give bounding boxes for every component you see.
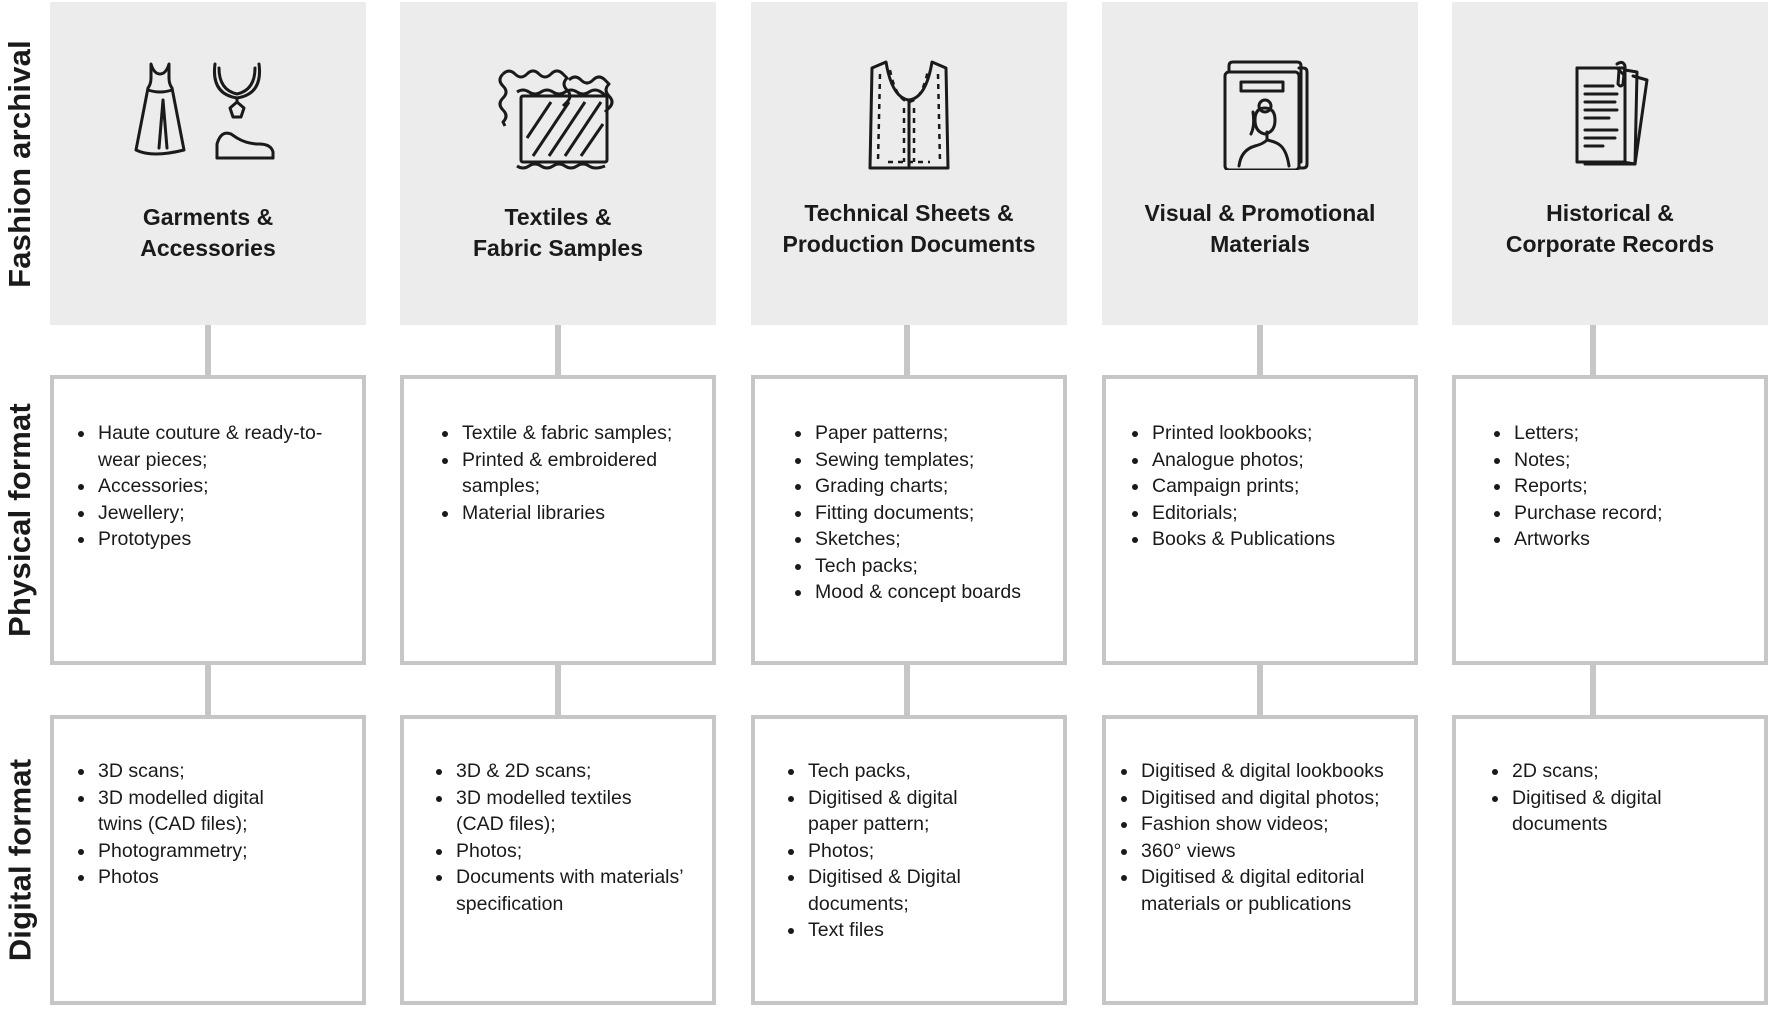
connector-line <box>205 325 211 377</box>
physical-format-list: Paper patterns; Sewing templates; Gradin… <box>795 420 1063 606</box>
documents-stack-icon <box>1575 60 1649 166</box>
category-header-textiles: Textiles & Fabric Samples <box>400 2 716 325</box>
category-header-visual: Visual & Promotional Materials <box>1102 2 1418 325</box>
digital-format-list: Tech packs, Digitised & digital paper pa… <box>788 758 1063 944</box>
list-item: Sewing templates; <box>795 447 1063 474</box>
list-item: Sketches; <box>795 526 1063 553</box>
list-item: 3D & 2D scans; <box>436 758 712 785</box>
row-label-text: Physical format <box>2 403 37 637</box>
physical-format-box-visual: Printed lookbooks; Analogue photos; Camp… <box>1102 375 1418 665</box>
list-item: Accessories; <box>78 473 362 500</box>
list-item: Digitised & Digital documents; <box>788 864 988 917</box>
list-item: Material libraries <box>442 500 712 527</box>
digital-format-box-technical: Tech packs, Digitised & digital paper pa… <box>751 715 1067 1005</box>
list-item: Artworks <box>1494 526 1764 553</box>
category-title: Historical & Corporate Records <box>1505 200 1715 257</box>
list-item: Haute couture & ready-to-wear pieces; <box>78 420 338 473</box>
list-item: Fitting documents; <box>795 500 1063 527</box>
connector-line <box>555 665 561 717</box>
list-item: Digitised & digital documents <box>1492 785 1692 838</box>
list-item: 2D scans; <box>1492 758 1764 785</box>
list-item: 3D modelled digital twins (CAD files); <box>78 785 298 838</box>
list-item: Grading charts; <box>795 473 1063 500</box>
physical-format-box-historical: Letters; Notes; Reports; Purchase record… <box>1452 375 1768 665</box>
row-label-text: Digital format <box>2 758 37 962</box>
list-item: Digitised & digital paper pattern; <box>788 785 988 838</box>
list-item: Printed & embroidered samples; <box>442 447 692 500</box>
physical-format-box-textiles: Textile & fabric samples; Printed & embr… <box>400 375 716 665</box>
list-item: Digitised & digital editorial materials … <box>1121 864 1391 917</box>
digital-format-box-garments: 3D scans; 3D modelled digital twins (CAD… <box>50 715 366 1005</box>
connector-line <box>904 665 910 717</box>
physical-format-box-technical: Paper patterns; Sewing templates; Gradin… <box>751 375 1067 665</box>
garments-accessories-icon <box>134 62 275 160</box>
fabric-samples-icon <box>498 69 614 170</box>
list-item: 3D modelled textiles (CAD files); <box>436 785 671 838</box>
physical-format-list: Printed lookbooks; Analogue photos; Camp… <box>1132 420 1414 553</box>
row-label-text: Fashion archival <box>2 39 37 288</box>
list-item: Digitised & digital lookbooks <box>1121 758 1414 785</box>
row-label-fashion-archival: Fashion archival <box>0 2 40 325</box>
category-title: Visual & Promotional Materials <box>1144 200 1376 257</box>
list-item: Photos; <box>788 838 1063 865</box>
sewing-pattern-icon <box>868 60 950 170</box>
list-item: Books & Publications <box>1132 526 1414 553</box>
list-item: Mood & concept boards <box>795 579 1063 606</box>
list-item: Analogue photos; <box>1132 447 1414 474</box>
category-header-technical: Technical Sheets & Production Documents <box>751 2 1067 325</box>
digital-format-list: Digitised & digital lookbooks Digitised … <box>1121 758 1414 917</box>
list-item: Digitised and digital photos; <box>1121 785 1414 812</box>
list-item: Paper patterns; <box>795 420 1063 447</box>
connector-line <box>1257 665 1263 717</box>
connector-line <box>555 325 561 377</box>
category-title: Technical Sheets & Production Documents <box>782 200 1036 257</box>
list-item: Fashion show videos; <box>1121 811 1414 838</box>
category-header-garments: Garments & Accessories <box>50 2 366 325</box>
list-item: Purchase record; <box>1494 500 1764 527</box>
row-label-physical-format: Physical format <box>0 375 40 665</box>
list-item: Letters; <box>1494 420 1764 447</box>
digital-format-list: 3D scans; 3D modelled digital twins (CAD… <box>78 758 362 891</box>
list-item: 360° views <box>1121 838 1414 865</box>
physical-format-box-garments: Haute couture & ready-to-wear pieces; Ac… <box>50 375 366 665</box>
physical-format-list: Textile & fabric samples; Printed & embr… <box>442 420 712 526</box>
physical-format-list: Haute couture & ready-to-wear pieces; Ac… <box>78 420 362 553</box>
category-title: Garments & Accessories <box>140 204 276 261</box>
digital-format-box-textiles: 3D & 2D scans; 3D modelled textiles (CAD… <box>400 715 716 1005</box>
list-item: Campaign prints; <box>1132 473 1414 500</box>
physical-format-list: Letters; Notes; Reports; Purchase record… <box>1494 420 1764 553</box>
list-item: Reports; <box>1494 473 1764 500</box>
list-item: Prototypes <box>78 526 362 553</box>
list-item: Jewellery; <box>78 500 362 527</box>
list-item: Notes; <box>1494 447 1764 474</box>
connector-line <box>1590 325 1596 377</box>
list-item: Text files <box>788 917 1063 944</box>
row-label-digital-format: Digital format <box>0 715 40 1005</box>
digital-format-list: 3D & 2D scans; 3D modelled textiles (CAD… <box>436 758 712 917</box>
category-header-historical: Historical & Corporate Records <box>1452 2 1768 325</box>
list-item: Printed lookbooks; <box>1132 420 1414 447</box>
digital-format-list: 2D scans; Digitised & digital documents <box>1492 758 1764 838</box>
connector-line <box>205 665 211 717</box>
list-item: Editorials; <box>1132 500 1414 527</box>
list-item: Textile & fabric samples; <box>442 420 712 447</box>
portrait-book-icon <box>1223 60 1309 170</box>
connector-line <box>904 325 910 377</box>
list-item: Tech packs; <box>795 553 1063 580</box>
list-item: Photos <box>78 864 362 891</box>
list-item: Tech packs, <box>788 758 1063 785</box>
list-item: Documents with materials’ specification <box>436 864 706 917</box>
category-title: Textiles & Fabric Samples <box>472 204 644 261</box>
connector-line <box>1257 325 1263 377</box>
list-item: Photogrammetry; <box>78 838 362 865</box>
list-item: Photos; <box>436 838 712 865</box>
digital-format-box-historical: 2D scans; Digitised & digital documents <box>1452 715 1768 1005</box>
connector-line <box>1590 665 1596 717</box>
digital-format-box-visual: Digitised & digital lookbooks Digitised … <box>1102 715 1418 1005</box>
list-item: 3D scans; <box>78 758 362 785</box>
